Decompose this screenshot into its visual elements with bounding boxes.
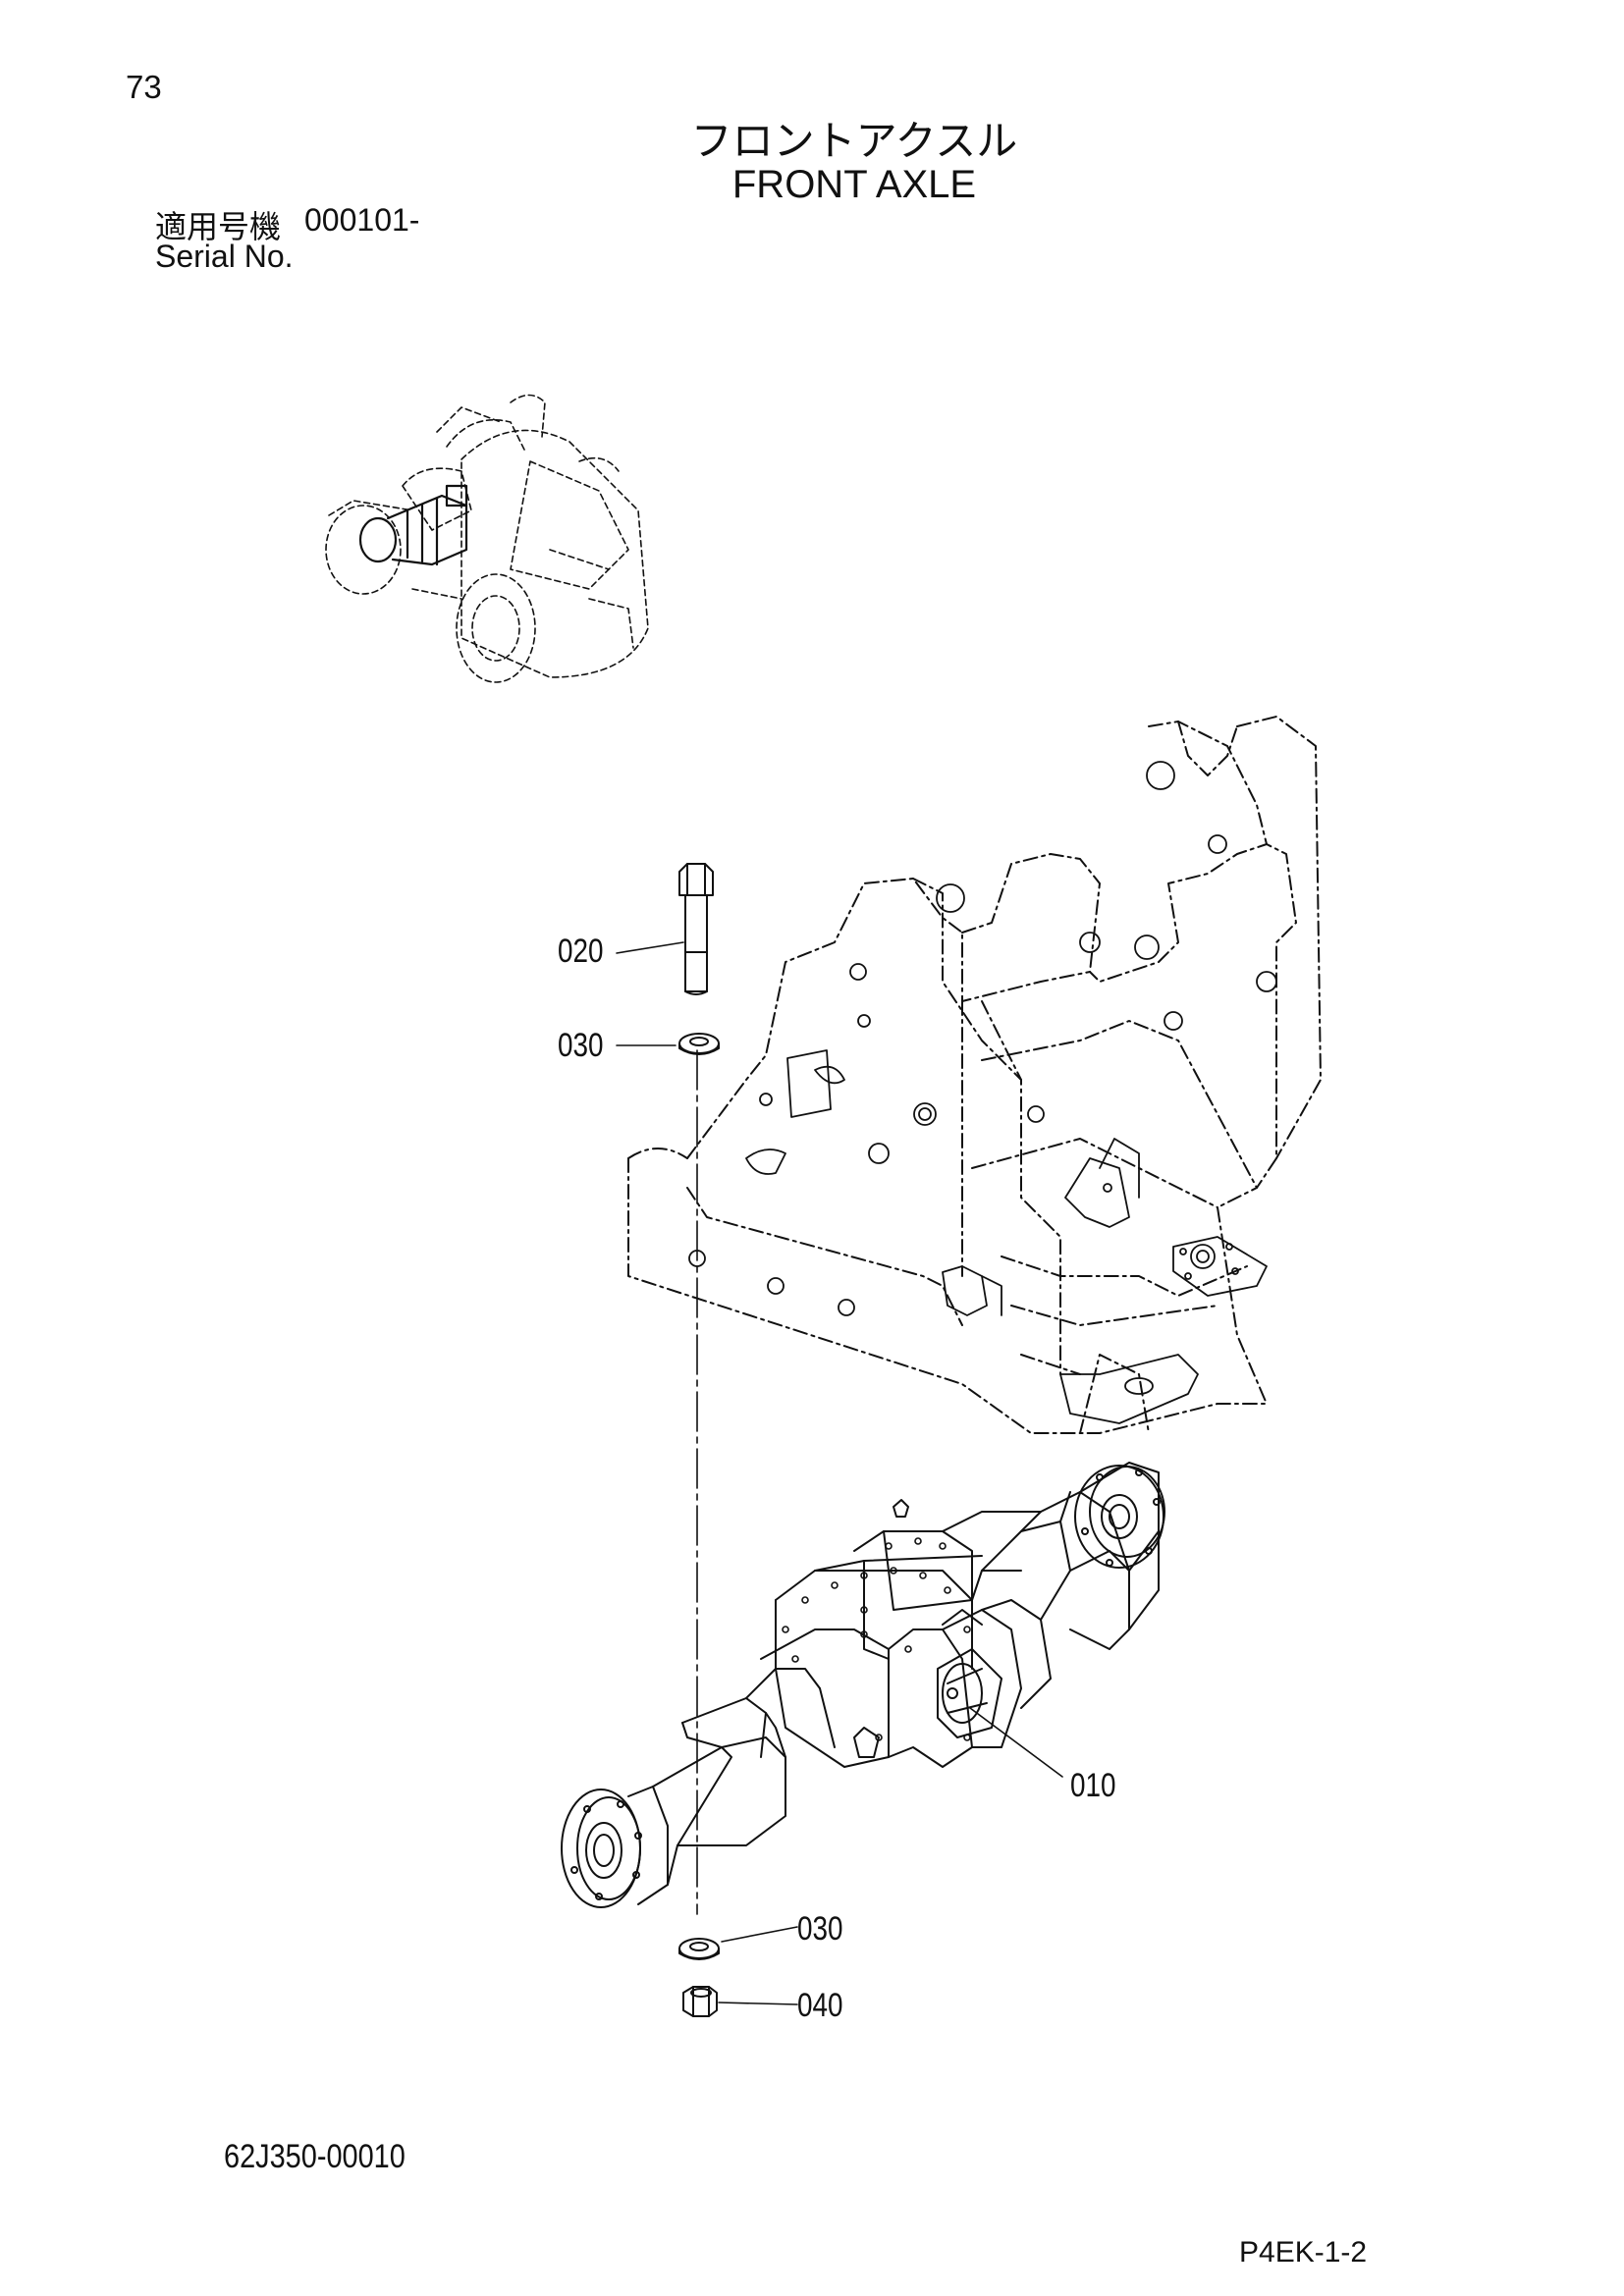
- callout-010: 010: [1070, 1767, 1116, 1804]
- locator-highlight: [358, 484, 468, 566]
- nut-icon: [682, 1986, 718, 2017]
- serial-label-jp: 適用号機: [155, 208, 282, 245]
- washer-icon: [678, 1938, 720, 1960]
- callout-020: 020: [558, 933, 604, 970]
- title-english: FRONT AXLE: [731, 163, 977, 206]
- axle-illustration: [561, 1462, 1165, 1908]
- page-code: P4EK-1-2: [1239, 2236, 1368, 2269]
- frame-illustration: [627, 716, 1322, 1434]
- leader-lines: [616, 941, 1063, 2005]
- callout-030-bottom: 030: [797, 1910, 843, 1948]
- serial-label-en: Serial No.: [155, 239, 294, 274]
- bolt-icon: [678, 863, 714, 995]
- washer-icon: [678, 1033, 720, 1055]
- frame-details: [688, 761, 1277, 1424]
- title-japanese: フロントアクスル: [690, 117, 1018, 165]
- drawing-number: 62J350-00010: [224, 2138, 406, 2175]
- serial-value: 000101-: [304, 202, 420, 238]
- callout-030-top: 030: [558, 1027, 604, 1064]
- locator-machine-icon: [325, 394, 649, 683]
- page-number: 73: [126, 69, 162, 105]
- callout-040: 040: [797, 1987, 843, 2024]
